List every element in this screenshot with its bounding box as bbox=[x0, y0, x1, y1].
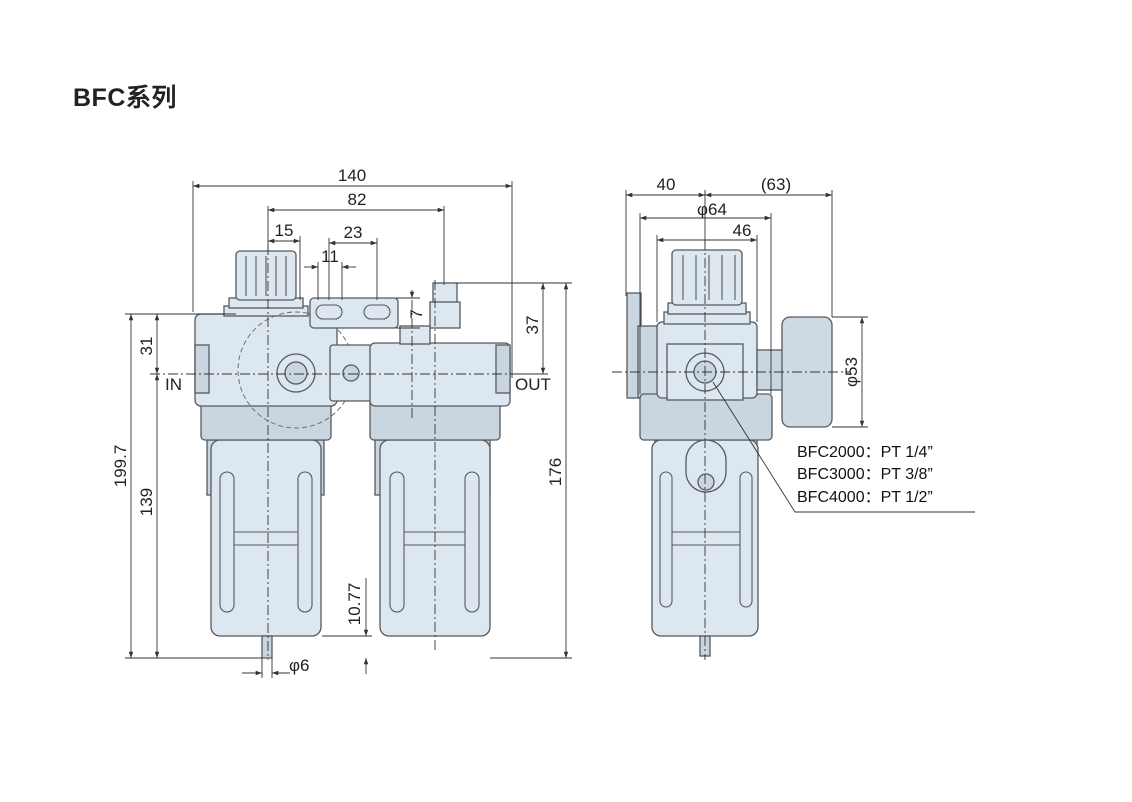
side-view: 40 (63) φ64 46 φ53 BFC2000：PT 1/4” BFC30… bbox=[612, 175, 975, 660]
dim-drain-height: 10.77 bbox=[345, 583, 364, 626]
port-note-bfc4000: BFC4000：PT 1/2” bbox=[797, 489, 933, 506]
dim-bracket-width: 23 bbox=[344, 223, 363, 242]
dim-center-distance: 82 bbox=[348, 190, 367, 209]
lubricator-unit bbox=[369, 282, 511, 637]
dim-knob-width: 46 bbox=[733, 221, 752, 240]
port-note-bfc2000: BFC2000：PT 1/4” bbox=[797, 444, 933, 461]
dim-left-offset: 40 bbox=[657, 175, 676, 194]
label-in: IN bbox=[165, 375, 182, 394]
dim-overall-width: 140 bbox=[338, 166, 366, 185]
dim-overall-height: 199.7 bbox=[111, 445, 130, 488]
dim-right-offset: (63) bbox=[761, 175, 791, 194]
connector-bracket bbox=[309, 297, 399, 402]
dim-right-height: 176 bbox=[546, 458, 565, 486]
dim-drain-diameter: φ6 bbox=[289, 656, 309, 675]
label-out: OUT bbox=[515, 375, 551, 394]
front-view: 140 82 15 23 11 7 37 176 bbox=[111, 166, 572, 678]
dim-knob-offset: 15 bbox=[275, 221, 294, 240]
dim-port-to-bottom: 139 bbox=[137, 488, 156, 516]
dim-gauge-offset: 7 bbox=[407, 309, 426, 318]
dim-port-to-top: 31 bbox=[137, 337, 156, 356]
dim-bracket-hole: 11 bbox=[321, 247, 339, 266]
dim-top-height: 37 bbox=[523, 316, 542, 335]
dim-body-diameter: φ64 bbox=[697, 200, 727, 219]
filter-regulator-unit bbox=[194, 250, 355, 659]
dim-gauge-diameter: φ53 bbox=[842, 357, 861, 387]
port-note-bfc3000: BFC3000：PT 3/8” bbox=[797, 466, 933, 483]
page-title: BFC系列 bbox=[73, 84, 177, 112]
